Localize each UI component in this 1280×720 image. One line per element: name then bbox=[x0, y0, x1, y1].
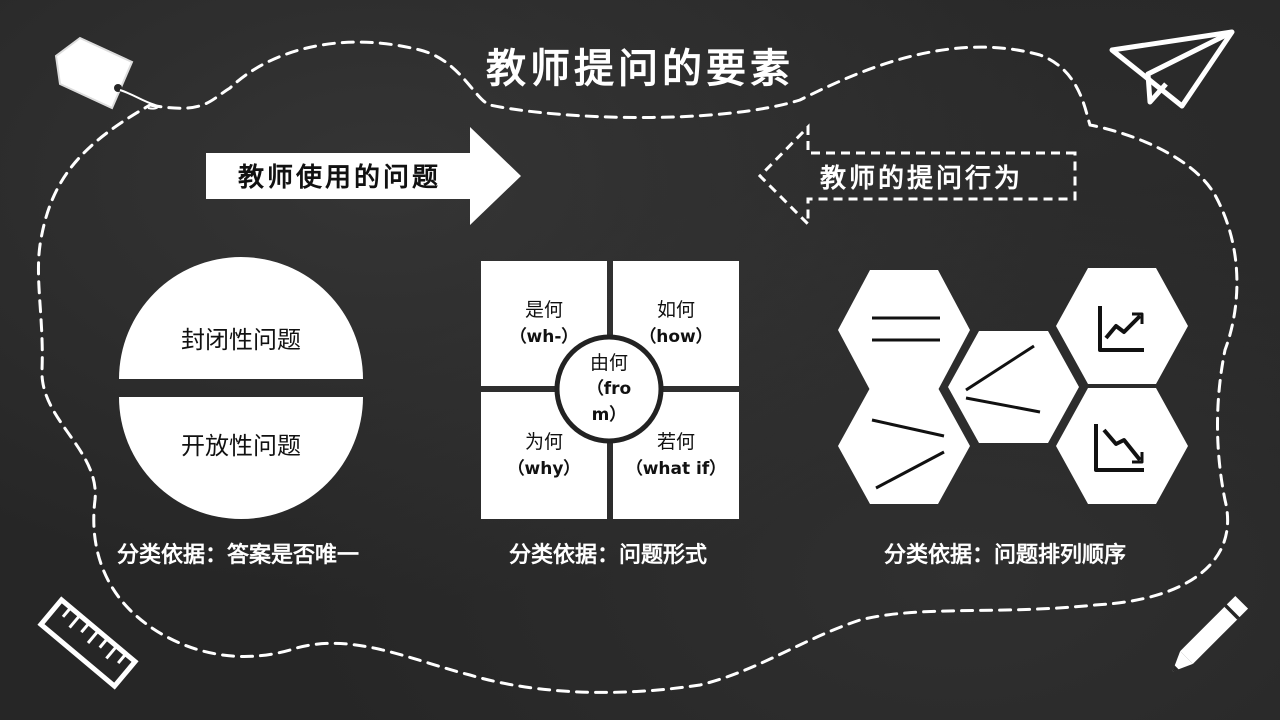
pencil-icon bbox=[1172, 595, 1249, 672]
teacher-questions-label: 教师使用的问题 bbox=[238, 163, 442, 193]
quad-bottom-right-text: 若何 （what if） bbox=[616, 429, 736, 483]
right-arrow-shape bbox=[757, 123, 1077, 228]
rising-chart-icon bbox=[1098, 306, 1144, 352]
how-en: （how） bbox=[639, 327, 713, 347]
hexagon-cluster bbox=[838, 268, 1188, 504]
caption-closed-open: 分类依据：答案是否唯一 bbox=[116, 542, 359, 568]
quad-bottom-left-text: 为何 （why） bbox=[484, 429, 604, 483]
from-en-line2: m） bbox=[591, 405, 627, 425]
center-circle bbox=[554, 334, 664, 444]
center-circle-text: 由何 （fro m） bbox=[569, 350, 649, 428]
from-zh: 由何 bbox=[589, 352, 628, 374]
why-zh: 为何 bbox=[524, 431, 563, 453]
dashed-cloud-outline bbox=[36, 40, 1239, 694]
questioning-behavior-label: 教师的提问行为 bbox=[820, 164, 1024, 194]
paper-plane-icon bbox=[1109, 29, 1235, 109]
page-title: 教师提问的要素 bbox=[486, 45, 794, 92]
left-arrow-shape bbox=[206, 127, 521, 225]
falling-chart-icon bbox=[1094, 424, 1144, 472]
what-if-en: （what if） bbox=[625, 459, 727, 479]
caption-question-order: 分类依据：问题排列顺序 bbox=[883, 542, 1126, 568]
closed-question-label: 封闭性问题 bbox=[181, 326, 301, 354]
what-if-zh: 若何 bbox=[656, 431, 695, 453]
converging-lines-icon bbox=[871, 418, 945, 490]
caption-question-form: 分类依据：问题形式 bbox=[508, 542, 707, 568]
closed-question-half bbox=[119, 257, 363, 379]
diverging-lines-icon bbox=[965, 344, 1041, 414]
ruler-icon bbox=[37, 596, 139, 690]
tag-icon bbox=[54, 36, 159, 110]
quad-top-right-text: 如何 （how） bbox=[616, 297, 736, 351]
from-en-line1: （fro bbox=[586, 379, 632, 399]
how-zh: 如何 bbox=[656, 299, 695, 321]
open-question-label: 开放性问题 bbox=[181, 432, 301, 460]
what-en: （wh-） bbox=[509, 327, 579, 347]
quad-top-left-text: 是何 （wh-） bbox=[484, 297, 604, 351]
split-circle bbox=[119, 257, 363, 519]
open-question-half bbox=[119, 397, 363, 519]
what-zh: 是何 bbox=[524, 299, 563, 321]
why-en: （why） bbox=[507, 459, 581, 479]
question-form-grid bbox=[481, 261, 739, 519]
parallel-lines-icon bbox=[872, 316, 940, 342]
